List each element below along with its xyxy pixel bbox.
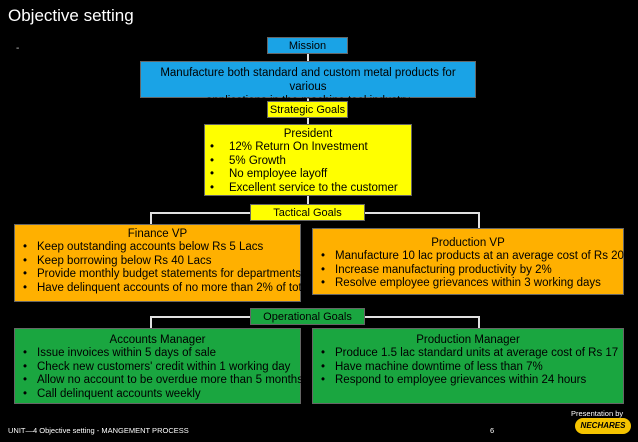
finance-vp-goals-list: Keep outstanding accounts below Rs 5 Lac… [15,241,311,296]
list-item: Keep outstanding accounts below Rs 5 Lac… [15,241,300,255]
list-item: No employee layoff [205,168,411,182]
finance-vp-box: Finance VP Keep outstanding accounts bel… [14,224,311,302]
connector-president-to-tactical [307,195,309,204]
operational-goals-label: Operational Goals [263,311,352,323]
production-manager-title: Production Manager [416,334,520,346]
list-item: Provide monthly budget statements for de… [15,268,304,282]
list-item: Allow no account to be overdue more than… [15,374,303,388]
production-vp-goals-list: Manufacture 10 lac products at an averag… [313,250,624,291]
president-title: President [283,128,333,140]
slide-title: Objective setting [8,6,134,25]
mission-label-box: Mission [267,37,348,54]
presentation-by-text: Presentation by [571,409,624,418]
list-item: Excellent service to the customer [205,182,411,196]
strategic-goals-label: Strategic Goals [269,104,346,116]
connector-mission-to-text [307,53,309,61]
connector-strategic-to-president [307,117,309,125]
production-vp-box: Production VP Manufacture 10 lac product… [312,228,624,295]
connector-operational-right-drop [478,316,480,330]
connector-operational-left-drop [150,316,152,330]
list-item: Keep borrowing below Rs 40 Lacs [15,255,300,269]
list-item: Have machine downtime of less than 7% [313,361,623,375]
production-manager-box: Production Manager Produce 1.5 lac stand… [312,328,624,404]
list-item: Issue invoices within 5 days of sale [15,347,300,361]
list-item: 5% Growth [205,155,411,169]
footer-unit-text: UNIT—4 Objective setting - MANGEMENT PRO… [8,426,189,435]
production-manager-goals-list: Produce 1.5 lac standard units at averag… [313,347,623,388]
connector-tactical-right-drop [478,212,480,229]
finance-vp-title: Finance VP [127,228,188,240]
mission-text-line-1: Manufacture both standard and custom met… [160,67,456,93]
president-box: President 12% Return On Investment 5% Gr… [204,124,412,196]
list-item: 12% Return On Investment [205,141,411,155]
connector-tactical-left-drop [150,212,152,225]
list-item: Check new customers' credit within 1 wor… [15,361,300,375]
list-item: Have delinquent accounts of no more than… [15,282,311,296]
list-item: Resolve employee grievances within 3 wor… [313,277,623,291]
president-goals-list: 12% Return On Investment 5% Growth No em… [205,141,411,195]
accounts-manager-goals-list: Issue invoices within 5 days of sale Che… [15,347,303,402]
mission-label: Mission [288,40,327,52]
accounts-manager-title: Accounts Manager [109,334,206,346]
list-item: Respond to employee grievances within 24… [313,374,623,388]
connector-mission-text-to-strategic [307,97,309,101]
list-item: Manufacture 10 lac products at an averag… [313,250,624,264]
mission-statement-box: Manufacture both standard and custom met… [140,61,476,107]
list-item: Call delinquent accounts weekly [15,388,300,402]
nechares-logo: NECHARES [575,418,631,434]
bullet-dash: - [16,43,20,54]
strategic-goals-label-box: Strategic Goals [267,101,348,118]
tactical-goals-label: Tactical Goals [273,207,342,219]
production-vp-title: Production VP [431,237,505,249]
accounts-manager-box: Accounts Manager Issue invoices within 5… [14,328,303,404]
list-item: Produce 1.5 lac standard units at averag… [313,347,623,361]
operational-goals-label-box: Operational Goals [250,308,365,325]
footer-page-number: 6 [490,426,495,435]
list-item: Increase manufacturing productivity by 2… [313,264,623,278]
tactical-goals-label-box: Tactical Goals [250,204,365,221]
